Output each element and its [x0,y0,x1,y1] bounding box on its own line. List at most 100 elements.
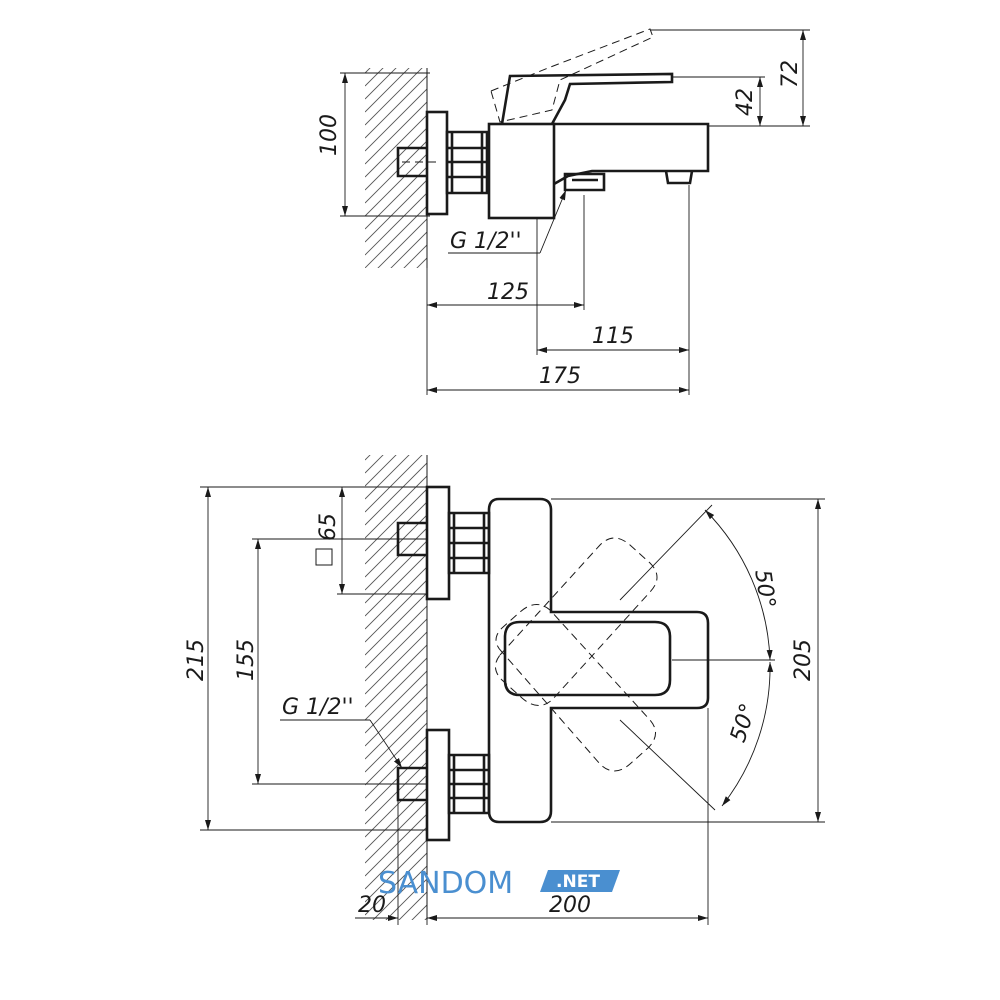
dim-175-label: 175 [539,364,581,389]
diverter-top [563,172,606,192]
hatch-line [416,257,427,268]
hatch-line [377,218,427,268]
lever-raised-dashed [490,28,654,123]
hatch-line [365,68,384,87]
hatch-line [365,271,427,333]
hatch-line [365,284,427,346]
watermark-logo: SANDOM .NET [378,866,620,901]
dim-205-label: 205 [791,639,816,681]
dim-100-label: 100 [317,114,342,156]
angle-lower-label: 50° [726,701,762,746]
dim-200-label: 200 [549,893,591,918]
hatch-line [365,514,427,578]
mixer-body-top [487,122,556,220]
hatch-line [365,527,427,591]
hatch-line [365,140,427,204]
hatch-line [365,0,427,60]
hex-nut-top [445,130,489,195]
hatch-line [365,462,427,526]
hatch-line [365,800,427,864]
watermark-suffix: .NET [556,872,600,892]
angle-upper-label: 50° [749,568,779,610]
hatch-line [365,696,427,760]
lever-rotated-down [495,604,656,772]
hatch-line [365,385,427,447]
hatch-line [365,68,423,126]
hatch-line [365,970,427,1000]
hatch-line [365,579,427,643]
dim-20-label: 20 [358,893,386,918]
hatch-line [365,179,427,243]
hatch-line [365,310,427,372]
lever-handle-top [500,72,674,125]
dim-215-label: 215 [184,639,209,681]
hatch-line [365,114,427,178]
hatch-line [365,931,427,993]
hatch-line [365,761,427,825]
lower-flange [425,728,451,842]
thread-label-top: G 1/2'' [450,229,522,254]
hatch-line [365,455,423,513]
hatch-line [365,166,427,230]
hatch-line [365,501,427,565]
hatch-line [365,553,427,617]
hatch-line [365,68,371,74]
watermark-badge [540,870,620,892]
upper-flange [425,485,451,601]
hatch-line [403,244,427,268]
hatch-line [365,983,427,1000]
hatch-line [365,475,427,539]
hatch-line [365,68,410,113]
hatch-line [390,231,427,268]
wall-hatch-top [365,0,427,398]
square-65-label: 65 [316,513,341,541]
hatch-line [365,68,397,100]
hatch-line [365,618,427,682]
hatch-line [365,336,427,398]
dim-125-label: 125 [487,280,529,305]
lever-rotated-up [495,537,658,706]
hatch-line [365,852,427,916]
aerator-top [664,170,694,185]
thread-label-front: G 1/2'' [282,695,354,720]
hatch-line [365,839,427,903]
hatch-line [365,709,427,773]
upper-hex-nut [447,511,491,575]
dim-115-label: 115 [592,324,634,349]
hatch-line [365,488,427,552]
hatch-line [365,722,427,786]
hatch-line [365,787,427,851]
hatch-line [365,657,427,721]
handle-slot [503,620,672,697]
hatch-line [365,826,427,890]
dim-42-label: 42 [733,88,758,116]
hatch-line [365,631,427,695]
hatch-line [365,75,427,139]
hatch-line [365,774,427,838]
hatch-line [365,813,427,877]
hatch-line [365,748,427,812]
hatch-line [365,644,427,708]
hatch-line [365,205,427,268]
square-symbol [315,548,333,566]
hatch-line [424,917,427,920]
hatch-line [365,455,371,461]
wall-hatch-front [365,385,427,1000]
hatch-line [365,192,427,256]
hatch-line [365,566,427,630]
hatch-line [365,605,427,669]
inlet-pipe-top [396,146,427,178]
hatch-line [365,153,427,217]
hatch-line [365,944,427,1000]
hatch-line [365,127,427,191]
hatch-line [365,101,427,165]
hatch-line [365,297,427,359]
hatch-line [365,455,397,487]
watermark-brand: SANDOM [378,866,513,901]
dim-155-label: 155 [234,639,259,681]
top-view: 72 42 100 G 1/2'' 125 115 175 [317,0,810,398]
hatch-line [365,592,427,656]
hatch-line [365,957,427,1000]
